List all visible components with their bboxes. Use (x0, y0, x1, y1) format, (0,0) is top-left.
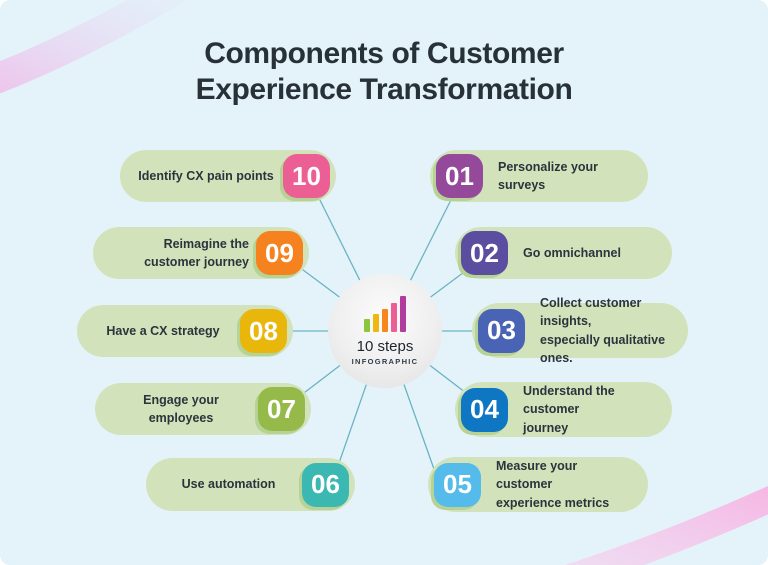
step-pill-07: Engage your employees 07 (95, 383, 311, 435)
step-pill-09: Reimagine the customer journey 09 (93, 227, 309, 279)
center-hub: 10 steps INFOGRAPHIC (328, 274, 442, 388)
center-subtitle: INFOGRAPHIC (351, 357, 419, 366)
page-title: Components of Customer Experience Transf… (0, 36, 768, 108)
step-label-08: Have a CX strategy (106, 323, 220, 338)
step-number-badge-01: 01 (436, 154, 483, 198)
step-label-07: Engage your employees (143, 392, 219, 425)
step-pill-03: 03 Collect customer insights, especially… (472, 296, 688, 365)
step-number-badge-04: 04 (461, 387, 508, 432)
page-title-line2: Experience Transformation (195, 73, 573, 106)
step-number-badge-05: 05 (434, 462, 481, 507)
step-number-badge-03: 03 (478, 308, 525, 353)
step-number-badge-07: 07 (258, 387, 305, 431)
step-pill-10: Identify CX pain points 10 (120, 150, 336, 202)
step-label-02: Go omnichannel (523, 245, 621, 260)
step-pill-05: 05 Measure your customer experience metr… (428, 457, 648, 512)
center-title: 10 steps (356, 338, 414, 355)
step-number-badge-08: 08 (240, 309, 287, 353)
step-label-04: Understand the customer journey (523, 384, 615, 435)
bar-chart-icon (364, 296, 406, 332)
step-label-06: Use automation (181, 477, 276, 492)
page-title-line1: Components of Customer (204, 37, 564, 70)
step-label-10: Identify CX pain points (138, 168, 274, 183)
step-pill-02: 02 Go omnichannel (455, 227, 672, 279)
step-label-09: Reimagine the customer journey (144, 236, 249, 269)
step-label-01: Personalize your surveys (498, 159, 599, 192)
step-pill-04: 04 Understand the customer journey (455, 382, 672, 437)
step-number-badge-10: 10 (283, 154, 330, 198)
step-pill-01: 01 Personalize your surveys (430, 150, 648, 202)
step-number-badge-09: 09 (256, 231, 303, 275)
step-label-05: Measure your customer experience metrics (496, 459, 610, 510)
step-pill-06: Use automation 06 (146, 458, 355, 511)
step-number-badge-06: 06 (302, 462, 349, 507)
step-label-03: Collect customer insights, especially qu… (540, 296, 666, 365)
step-pill-08: Have a CX strategy 08 (77, 305, 293, 357)
step-number-badge-02: 02 (461, 231, 508, 275)
